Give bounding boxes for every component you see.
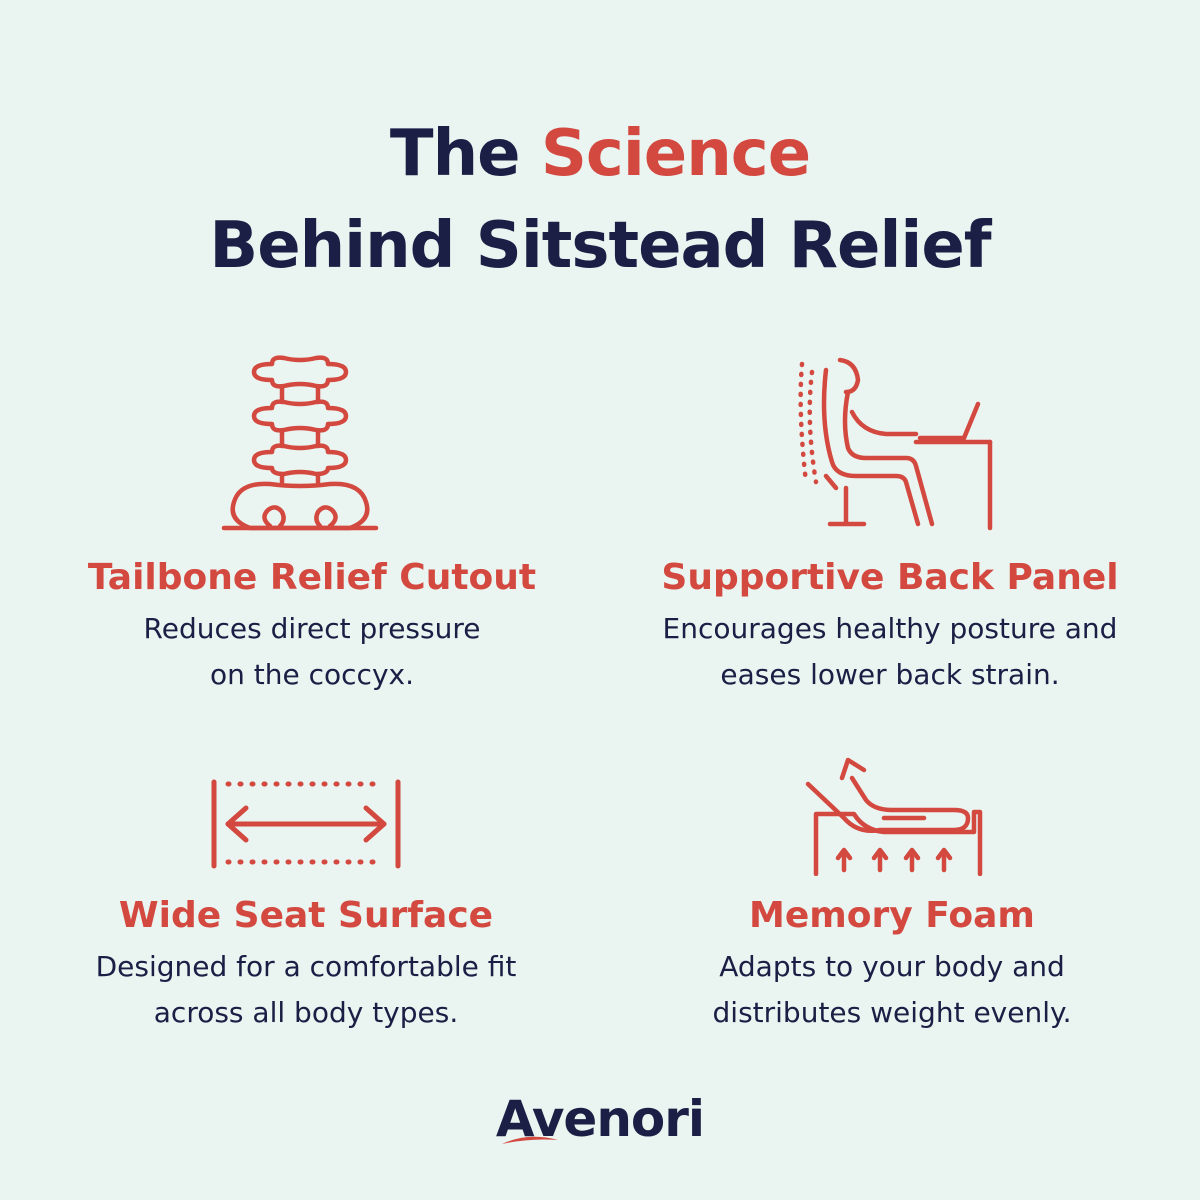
title-line-1: The Science <box>0 108 1200 200</box>
spine-icon <box>220 350 380 536</box>
feature-heading: Supportive Back Panel <box>661 557 1119 598</box>
feature-desc-line-2: on the coccyx. <box>210 658 414 691</box>
feature-desc-line-2: eases lower back strain. <box>720 658 1060 691</box>
brand-logo: Avenori <box>0 1090 1200 1148</box>
feature-memory-foam: Memory Foam Adapts to your body and distr… <box>592 894 1192 1036</box>
feature-description: Designed for a comfortable fit across all… <box>6 944 606 1036</box>
feature-desc-line-1: Encourages healthy posture and <box>662 612 1118 645</box>
feature-desc-line-1: Designed for a comfortable fit <box>95 950 517 983</box>
title-accent: Science <box>540 117 811 191</box>
page-title: The Science Behind Sitstead Relief <box>0 108 1200 292</box>
feature-desc-line-2: distributes weight evenly. <box>712 996 1072 1029</box>
width-arrow-icon <box>206 774 406 878</box>
feature-heading: Tailbone Relief Cutout <box>87 557 537 598</box>
feature-tailbone: Tailbone Relief Cutout Reduces direct pr… <box>12 556 612 698</box>
logo-swoosh-icon <box>502 1136 558 1144</box>
feature-wide-seat: Wide Seat Surface Designed for a comfort… <box>6 894 606 1036</box>
posture-desk-icon <box>796 352 996 538</box>
feature-back-panel: Supportive Back Panel Encourages healthy… <box>590 556 1190 698</box>
feature-desc-line-2: across all body types. <box>153 996 459 1029</box>
title-prefix: The <box>389 117 541 191</box>
feature-heading: Wide Seat Surface <box>118 895 494 936</box>
memory-foam-icon <box>804 756 988 880</box>
feature-description: Reduces direct pressure on the coccyx. <box>12 606 612 698</box>
feature-description: Encourages healthy posture and eases lowe… <box>590 606 1190 698</box>
feature-desc-line-1: Reduces direct pressure <box>143 612 481 645</box>
title-line-2: Behind Sitstead Relief <box>209 209 991 283</box>
feature-desc-line-1: Adapts to your body and <box>719 950 1065 983</box>
feature-description: Adapts to your body and distributes weigh… <box>592 944 1192 1036</box>
feature-heading: Memory Foam <box>749 895 1035 936</box>
